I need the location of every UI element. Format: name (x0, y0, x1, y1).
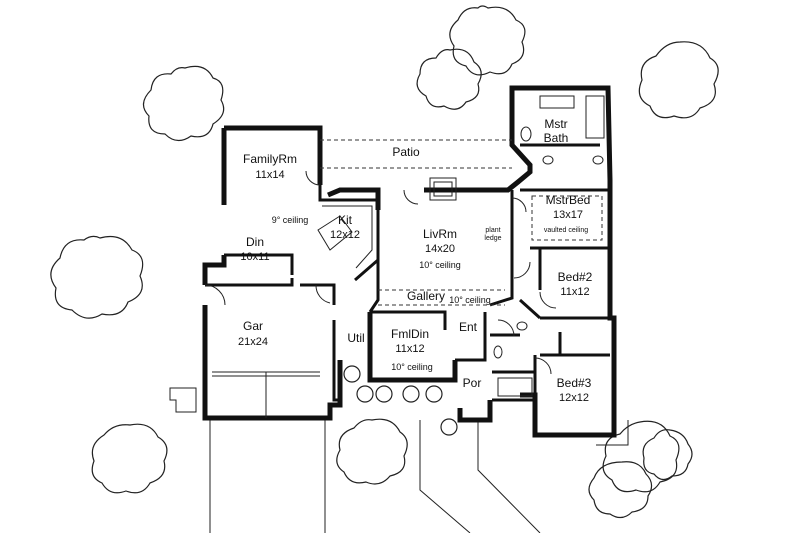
label-bed3: Bed#3 (557, 376, 592, 390)
label-ledge: ledge (484, 235, 501, 242)
shrub (402, 385, 420, 403)
tree-bottom-left (91, 423, 168, 494)
tree-right (642, 429, 693, 481)
ceiling-kit: 9° ceiling (272, 215, 309, 225)
label-plant: plant (485, 227, 500, 234)
fireplace (429, 177, 457, 201)
size-livrm: 14x20 (425, 243, 455, 255)
label-kit: Kit (338, 213, 353, 227)
vaulted-ceiling-outline (531, 195, 603, 241)
shrub (375, 385, 393, 403)
doors (204, 170, 557, 375)
ceiling-mstrbed: vaulted ceiling (544, 227, 588, 234)
label-fmldin: FmlDin (391, 327, 429, 341)
size-gar: 21x24 (238, 336, 268, 348)
tree-left (50, 235, 144, 319)
label-livrm: LivRm (423, 227, 457, 241)
interior-walls (205, 143, 610, 402)
landscape-trees (50, 5, 719, 519)
tree-top-center-2 (416, 48, 482, 110)
shrub (343, 365, 361, 383)
size-bed3: 12x12 (559, 392, 589, 404)
gallery-outline (378, 289, 505, 306)
tree-top-left (142, 65, 225, 142)
size-mstrbed: 13x17 (553, 209, 583, 221)
size-familyrm: 11x14 (255, 169, 284, 181)
size-din: 10x11 (240, 251, 269, 263)
label-bed2: Bed#2 (558, 270, 593, 284)
shrub (356, 385, 374, 403)
ceiling-gallery: 10° ceiling (449, 295, 491, 305)
ceiling-livrm: 10° ceiling (419, 260, 461, 270)
garage-doors (212, 371, 320, 418)
tree-top-center (449, 5, 526, 76)
label-por: Por (463, 376, 482, 390)
shrub (440, 418, 458, 436)
label-familyrm: FamilyRm (243, 152, 297, 166)
site-lines (169, 387, 629, 533)
tree-bottom-right-2 (588, 461, 653, 519)
tree-top-right (638, 41, 719, 119)
label-ent: Ent (459, 320, 478, 334)
shrub (425, 385, 443, 403)
tree-bottom-right (602, 420, 680, 493)
label-patio: Patio (392, 145, 420, 159)
size-bed2: 11x12 (560, 286, 589, 298)
size-kit: 12x12 (330, 229, 360, 241)
size-fmldin: 11x12 (395, 343, 424, 355)
label-bath: Bath (544, 131, 569, 145)
label-gallery: Gallery (407, 289, 445, 303)
bath-fixtures (493, 95, 605, 397)
ceiling-fmldin: 10° ceiling (391, 362, 433, 372)
kitchen-counters (317, 205, 373, 269)
label-mstr: Mstr (544, 117, 567, 131)
room-labels: Patio FamilyRm 11x14 Kit 12x12 9° ceilin… (238, 117, 593, 404)
label-gar: Gar (243, 319, 263, 333)
label-din: Din (246, 235, 264, 249)
patio-outline (320, 139, 512, 169)
label-util: Util (347, 331, 364, 345)
label-mstrbed: MstrBed (546, 193, 591, 207)
front-shrubs (343, 365, 458, 436)
tree-bottom-center (336, 418, 408, 485)
